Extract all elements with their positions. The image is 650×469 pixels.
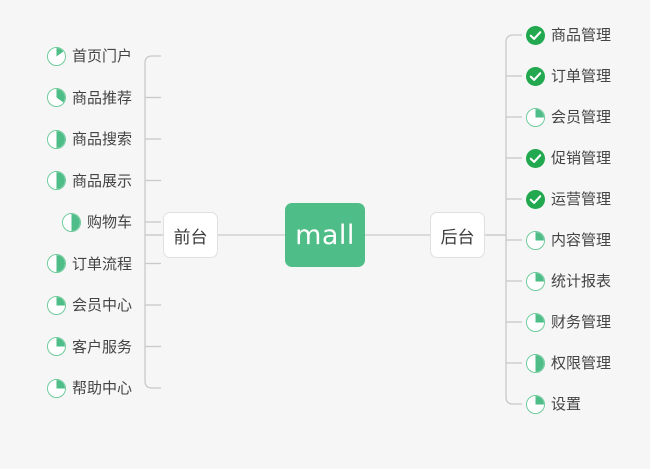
mindmap-leaf-left[interactable]: 订单流程 [46,252,132,276]
leaf-label: 商品管理 [551,26,612,44]
branch-node-frontend-label: 前台 [173,227,208,248]
branch-node-backend-label: 后台 [440,227,475,248]
mindmap-leaf-right[interactable]: 运营管理 [526,187,611,211]
leaf-label: 会员管理 [551,108,612,126]
pie-progress-icon [46,88,66,107]
leaf-label: 会员中心 [71,296,132,314]
mindmap-leaf-right[interactable]: 订单管理 [526,64,611,88]
mindmap-leaf-left[interactable]: 购物车 [61,210,132,234]
pie-progress-icon [526,230,545,250]
pie-progress-fill [47,338,65,355]
leaf-label: 财务管理 [551,313,612,331]
pie-progress-icon [526,107,545,127]
leaf-label: 购物车 [86,213,132,231]
pie-progress-fill [47,255,65,272]
pie-progress-fill [527,313,544,331]
leaf-label: 促销管理 [551,149,612,167]
leaf-label: 客户服务 [71,337,132,356]
right-bracket-spine [505,34,522,405]
pie-progress-fill [47,47,65,65]
pie-progress-icon [526,394,545,414]
leaf-label: 设置 [551,395,582,413]
pie-progress-fill [47,89,65,106]
pie-progress-fill [47,296,65,314]
leaf-label: 订单管理 [551,67,612,85]
mindmap-leaf-right[interactable]: 会员管理 [526,105,611,129]
mindmap-leaf-left[interactable]: 帮助中心 [46,376,132,400]
pie-progress-icon [61,212,81,232]
leaf-label: 商品展示 [71,171,132,190]
pie-progress-fill [527,231,544,249]
mindmap-leaf-right[interactable]: 权限管理 [526,351,611,375]
pie-progress-fill [47,379,65,397]
pie-progress-fill [47,130,65,148]
pie-progress-icon [46,171,66,190]
leaf-label: 运营管理 [551,190,612,208]
mindmap-leaf-right[interactable]: 商品管理 [526,23,611,47]
pie-progress-icon [46,129,66,149]
pie-progress-icon [46,46,66,66]
pie-progress-icon [46,337,66,356]
leaf-label: 首页门户 [71,47,132,65]
mindmap-leaf-right[interactable]: 设置 [526,392,581,416]
root-node-label: mall [295,219,355,251]
pie-progress-fill [47,172,65,189]
pie-progress-fill [527,272,544,290]
branch-node-backend[interactable]: 后台 [430,212,485,258]
mindmap-leaf-left[interactable]: 会员中心 [46,293,132,317]
pie-progress-icon [526,312,545,332]
branch-node-frontend[interactable]: 前台 [163,212,218,258]
pie-progress-icon [46,254,66,273]
check-circle-icon [526,189,545,209]
leaf-label: 帮助中心 [71,379,132,397]
check-circle-icon [526,148,545,168]
leaf-label: 统计报表 [551,272,612,290]
leaf-label: 权限管理 [551,354,612,372]
mindmap-leaf-left[interactable]: 商品推荐 [46,86,132,110]
root-node-mall[interactable]: mall [285,203,365,267]
check-circle-icon [526,66,545,86]
leaf-label: 订单流程 [71,254,132,273]
leaf-label: 商品推荐 [71,88,132,107]
left-bracket-spine [144,55,161,389]
pie-progress-icon [46,378,66,398]
pie-progress-fill [62,213,80,231]
mindmap-leaf-right[interactable]: 财务管理 [526,310,611,334]
leaf-label: 商品搜索 [71,130,132,148]
pie-progress-fill [527,108,544,126]
pie-progress-icon [526,353,545,373]
check-circle-icon [526,25,545,45]
mindmap-leaf-left[interactable]: 商品展示 [46,169,132,193]
pie-progress-icon [526,271,545,291]
leaf-label: 内容管理 [551,231,612,249]
mindmap-leaf-right[interactable]: 促销管理 [526,146,611,170]
mindmap-leaf-left[interactable]: 商品搜索 [46,127,132,151]
mindmap-leaf-right[interactable]: 统计报表 [526,269,611,293]
mindmap-leaf-left[interactable]: 客户服务 [46,335,132,359]
pie-progress-icon [46,295,66,315]
pie-progress-fill [527,354,544,372]
mindmap-leaf-left[interactable]: 首页门户 [46,44,132,68]
pie-progress-fill [527,395,544,413]
mindmap-leaf-right[interactable]: 内容管理 [526,228,611,252]
